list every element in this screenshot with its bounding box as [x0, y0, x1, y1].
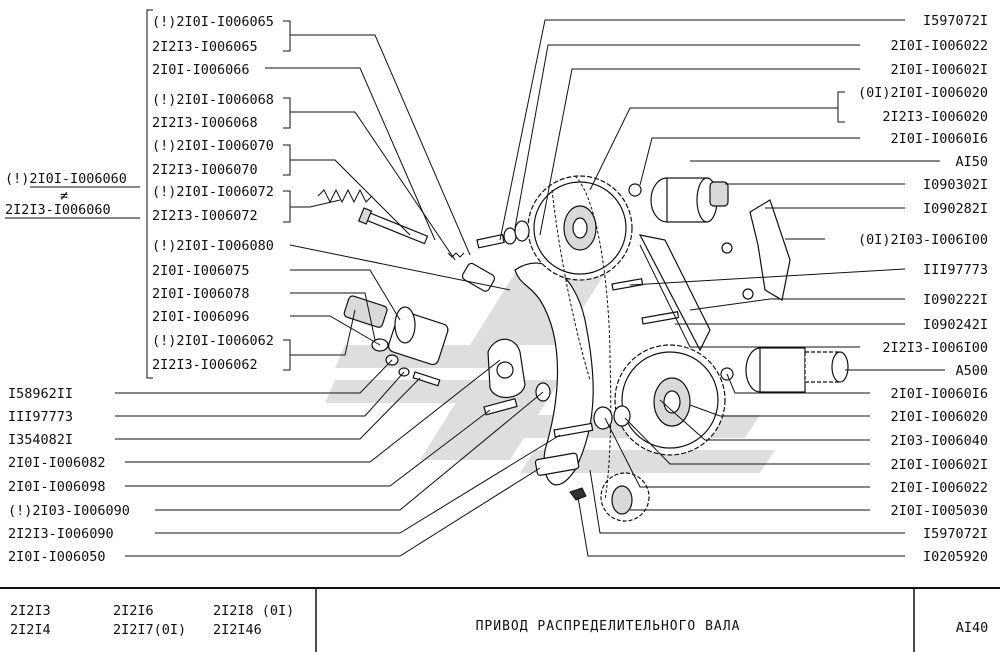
callout-label: 2I0I-I006075 [152, 263, 250, 279]
callout-label: III97773 [8, 409, 73, 425]
model-code: 2I2I8 (0I) [213, 603, 294, 619]
tensioner-spring [317, 188, 429, 245]
callout-label: 2I0I-I006096 [152, 309, 250, 325]
callout-label: (!)2I0I-I006080 [152, 238, 274, 254]
timing-chain [574, 175, 612, 501]
callout-label: I090282I [923, 201, 988, 217]
far-left-callout: (!)2I0I-I006060 ≠ 2I2I3-I006060 [5, 171, 140, 219]
callout-label: 2I0I-I005030 [890, 503, 988, 519]
callout-label: I58962II [8, 386, 73, 402]
left-callout-labels: (!)2I0I-I006065 2I2I3-I006065 2I0I-I0060… [152, 14, 274, 373]
gasket [487, 338, 526, 398]
callout-label: 2I2I3-I006090 [8, 526, 114, 542]
callout-label: 2I03-I006040 [890, 433, 988, 449]
bracket [749, 199, 791, 301]
callout-label: (!)2I0I-I006062 [152, 333, 274, 349]
lower-left-callout-labels: I58962II III97773 I354082I 2I0I-I006082 … [8, 386, 130, 565]
callout-label: I354082I [8, 432, 73, 448]
callout-label: 2I2I3-I006I00 [882, 340, 988, 356]
callout-label: 2I0I-I006066 [152, 62, 250, 78]
callout-label: 2I2I3-I006072 [152, 208, 258, 224]
not-equal-sign: ≠ [60, 188, 68, 204]
crank-sprocket [600, 472, 650, 522]
callout-label: (!)2I0I-I006060 [5, 171, 127, 187]
callout-label: 2I2I3-I006065 [152, 39, 258, 55]
leader-lines [115, 9, 945, 557]
right-callout-labels: I597072I 2I0I-I006022 2I0I-I00602I (0I)2… [858, 13, 988, 565]
callout-label: A500 [955, 363, 988, 379]
model-code: 2I2I3 [10, 603, 51, 619]
callout-label: 2I0I-I006078 [152, 286, 250, 302]
key [569, 487, 587, 501]
callout-label: I090242I [923, 317, 988, 333]
callout-label: 2I2I3-I006020 [882, 109, 988, 125]
callout-label: 2I0I-I006022 [890, 38, 988, 54]
callout-label: (!)2I0I-I006070 [152, 138, 274, 154]
diagram-title: ПРИВОД РАСПРЕДЕЛИТЕЛЬНОГО ВАЛА [476, 619, 741, 634]
callout-label: III97773 [923, 262, 988, 278]
oil-pump-upper [650, 177, 729, 223]
callout-label: 2I0I-I0060I6 [890, 131, 988, 147]
callout-label: I090222I [923, 292, 988, 308]
callout-label: (!)2I0I-I006065 [152, 14, 274, 30]
callout-label: 2I0I-I00602I [890, 457, 988, 473]
parts-drawing [317, 175, 849, 522]
callout-label: 2I2I3-I006062 [152, 357, 258, 373]
callout-label: AI50 [955, 154, 988, 170]
callout-label: I0205920 [923, 549, 988, 565]
tensioner-body [343, 295, 449, 366]
upper-sprocket [527, 175, 633, 281]
model-code: 2I2I7(0I) [113, 622, 186, 638]
callout-label: 2I0I-I0060I6 [890, 386, 988, 402]
model-code: 2I2I46 [213, 622, 262, 638]
callout-label: (!)2I0I-I006072 [152, 184, 274, 200]
callout-label: 2I0I-I006098 [8, 479, 106, 495]
callout-label: I090302I [923, 177, 988, 193]
callout-label: (!)2I03-I006090 [8, 503, 130, 519]
callout-label: 2I2I3-I006070 [152, 162, 258, 178]
model-code: 2I2I4 [10, 622, 51, 638]
callout-label: 2I0I-I006020 [890, 409, 988, 425]
callout-label: (0I)2I0I-I006020 [858, 85, 988, 101]
callout-label: I597072I [923, 13, 988, 29]
title-block: 2I2I3 2I2I4 2I2I6 2I2I7(0I) 2I2I8 (0I) 2… [0, 587, 1000, 652]
callout-label: 2I0I-I006022 [890, 480, 988, 496]
callout-label: (0I)2I03-I006I00 [858, 232, 988, 248]
chain-damper [638, 234, 711, 352]
lower-sprocket [614, 344, 726, 456]
callout-label: (!)2I0I-I006068 [152, 92, 274, 108]
callout-label: 2I0I-I006082 [8, 455, 106, 471]
callout-label: 2I0I-I006050 [8, 549, 106, 565]
callout-label: 2I0I-I00602I [890, 62, 988, 78]
plunger [447, 252, 496, 292]
auxiliary-shaft [745, 347, 849, 393]
page-number: AI40 [956, 620, 989, 636]
callout-label: 2I2I3-I006068 [152, 115, 258, 131]
callout-label: 2I2I3-I006060 [5, 202, 111, 218]
model-code: 2I2I6 [113, 603, 154, 619]
callout-label: I597072I [923, 526, 988, 542]
